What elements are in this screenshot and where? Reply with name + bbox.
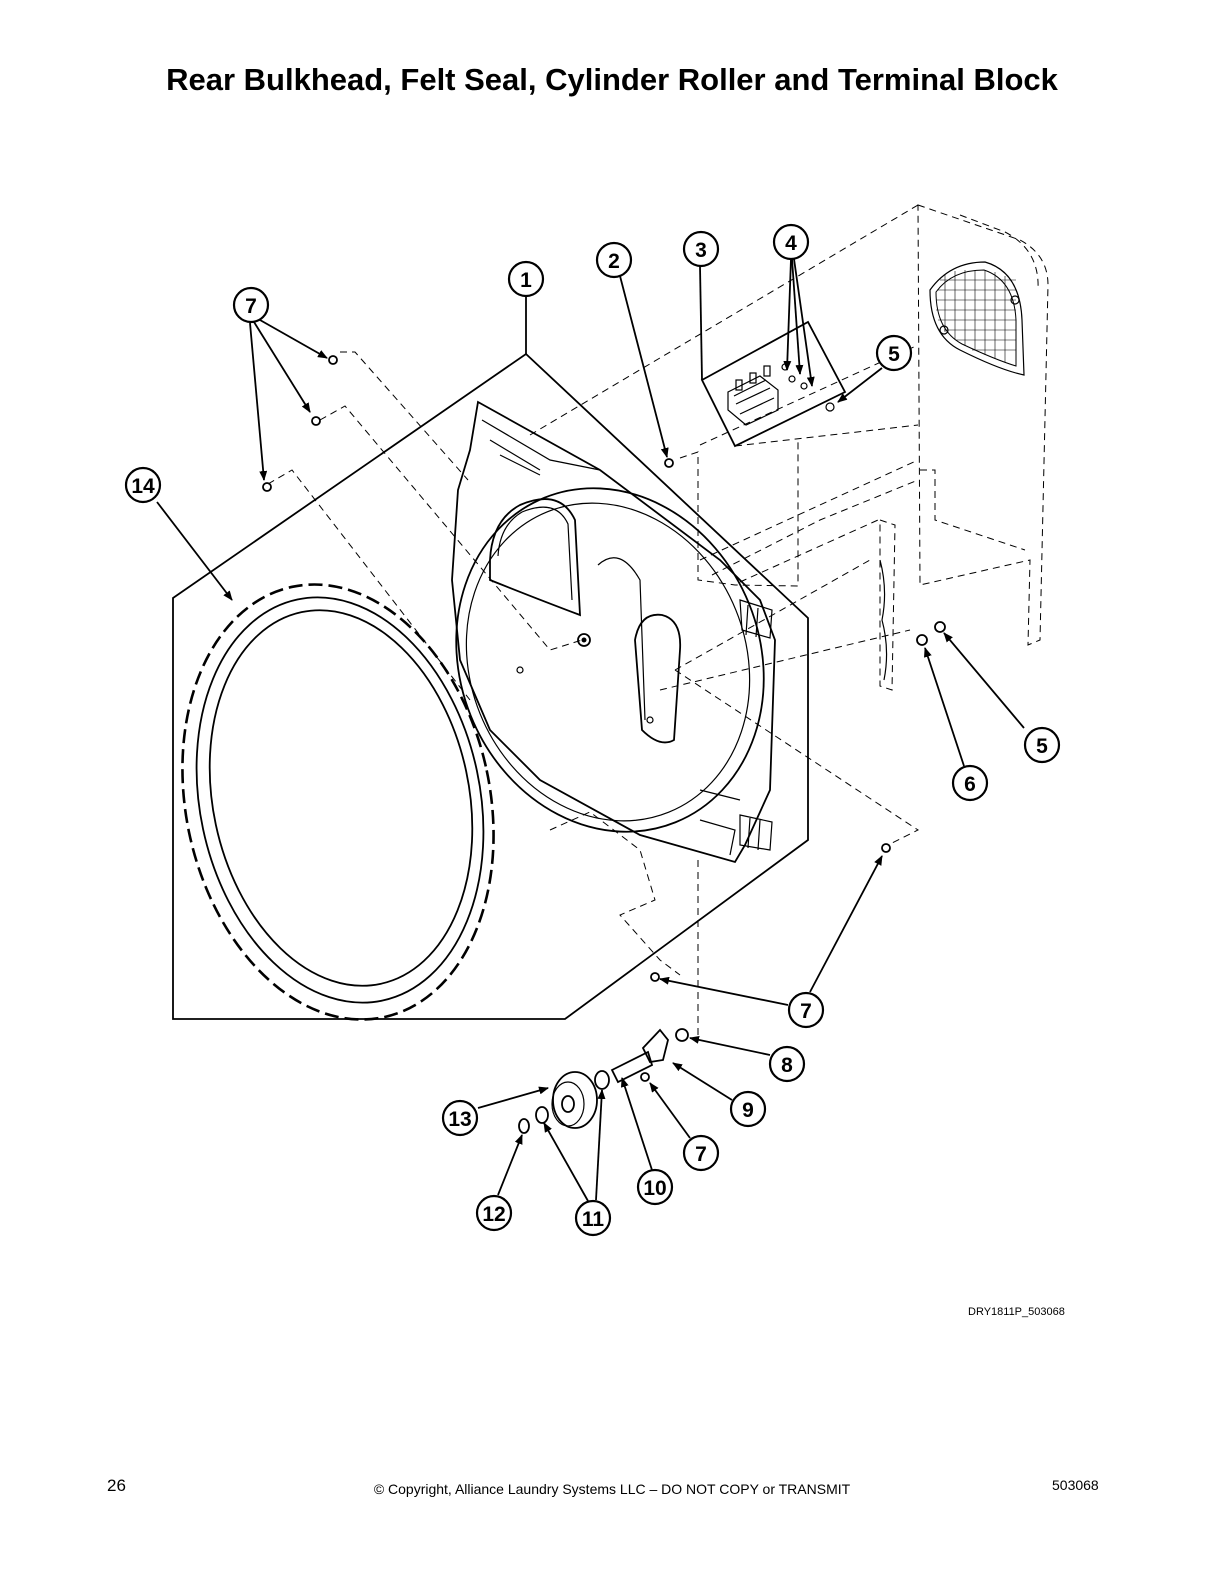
callout-13: 13 <box>441 1099 479 1137</box>
callout-10: 10 <box>636 1168 674 1206</box>
svg-text:5: 5 <box>1036 735 1048 758</box>
callout-12: 12 <box>475 1194 513 1232</box>
callout-4: 4 <box>772 223 810 261</box>
page-title: Rear Bulkhead, Felt Seal, Cylinder Rolle… <box>166 62 1058 97</box>
leader-lines <box>156 258 1025 1202</box>
svg-text:12: 12 <box>482 1203 505 1226</box>
svg-text:6: 6 <box>964 773 976 796</box>
callout-7-top: 7 <box>232 286 270 324</box>
svg-text:2: 2 <box>608 250 620 273</box>
svg-text:9: 9 <box>742 1099 754 1122</box>
callout-11: 11 <box>574 1199 612 1237</box>
terminal-block <box>700 320 847 448</box>
dryer-rear-panel <box>879 204 1049 691</box>
page-number: 26 <box>107 1476 126 1495</box>
rear-bulkhead <box>451 400 776 864</box>
svg-text:7: 7 <box>800 1000 812 1023</box>
bulkhead-frame-outline <box>172 352 809 1020</box>
screws <box>262 355 946 1082</box>
drawing-code: DRY1811P_503068 <box>968 1306 1065 1318</box>
assembly-lines <box>267 204 919 1040</box>
svg-text:4: 4 <box>785 232 797 255</box>
callout-7-bulkhead: 7 <box>787 991 825 1029</box>
svg-text:8: 8 <box>781 1054 793 1077</box>
svg-text:14: 14 <box>131 475 155 498</box>
document-number: 503068 <box>1052 1477 1099 1493</box>
callout-2: 2 <box>595 241 633 279</box>
svg-text:5: 5 <box>888 343 900 366</box>
svg-text:7: 7 <box>695 1143 707 1166</box>
callout-14: 14 <box>124 466 162 504</box>
copyright-notice: © Copyright, Alliance Laundry Systems LL… <box>373 1481 851 1497</box>
svg-text:11: 11 <box>582 1208 605 1231</box>
svg-text:1: 1 <box>520 269 532 292</box>
callout-5-terminal: 5 <box>875 334 913 372</box>
callout-9: 9 <box>729 1090 767 1128</box>
vent-grille <box>935 269 1017 367</box>
callout-1: 1 <box>507 260 545 298</box>
callout-7-roller: 7 <box>682 1134 720 1172</box>
callout-6: 6 <box>951 764 989 802</box>
svg-text:3: 3 <box>695 239 707 262</box>
callout-3: 3 <box>682 230 720 268</box>
callout-8: 8 <box>768 1045 806 1083</box>
svg-text:13: 13 <box>448 1108 471 1131</box>
callout-5-panel: 5 <box>1023 726 1061 764</box>
svg-text:10: 10 <box>643 1177 666 1200</box>
svg-text:7: 7 <box>245 295 257 318</box>
felt-seal <box>181 583 495 1021</box>
cylinder-roller-assembly <box>518 1028 689 1134</box>
